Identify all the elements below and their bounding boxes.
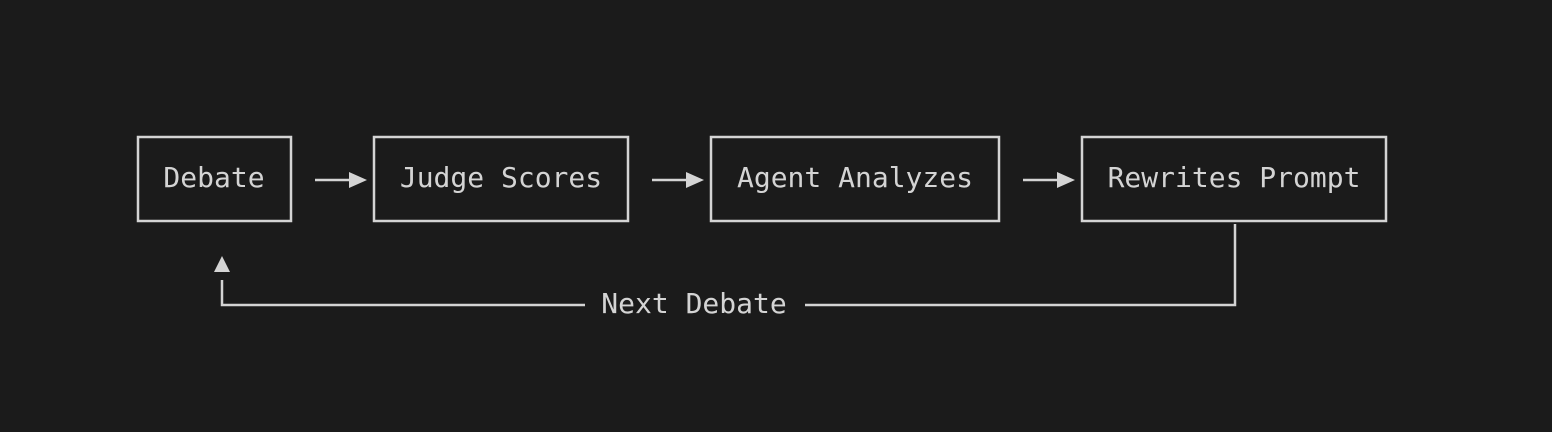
- node-rewrites-prompt-label: Rewrites Prompt: [1108, 161, 1361, 194]
- node-agent-analyzes-box: [709, 135, 1001, 223]
- node-debate-box: [136, 135, 293, 223]
- edge-debate-to-judge-scores: [315, 172, 367, 188]
- edge-judge-scores-to-agent-analyzes: [652, 172, 704, 188]
- node-agent-analyzes-label: Agent Analyzes: [737, 161, 973, 194]
- edge-agent-analyzes-to-rewrites-prompt: [1023, 172, 1075, 188]
- arrowhead-right-icon: [1057, 172, 1075, 188]
- arrowhead-right-icon: [686, 172, 704, 188]
- node-judge-scores-label: Judge Scores: [400, 161, 602, 194]
- edge-label-next-debate: Next Debate: [601, 287, 786, 320]
- loop-line-left: [220, 280, 585, 307]
- loop-line-right: [805, 224, 1237, 307]
- edge-rewrites-prompt-to-debate: Next Debate: [214, 224, 1237, 320]
- arrowhead-right-icon: [349, 172, 367, 188]
- node-judge-scores-box: [372, 135, 630, 223]
- node-rewrites-prompt-box: [1080, 135, 1388, 223]
- node-rewrites-prompt: Rewrites Prompt: [1080, 135, 1388, 223]
- node-debate: Debate: [136, 135, 293, 223]
- node-judge-scores: Judge Scores: [372, 135, 630, 223]
- node-agent-analyzes: Agent Analyzes: [709, 135, 1001, 223]
- arrowhead-up-icon: [214, 256, 230, 272]
- node-debate-label: Debate: [163, 161, 264, 194]
